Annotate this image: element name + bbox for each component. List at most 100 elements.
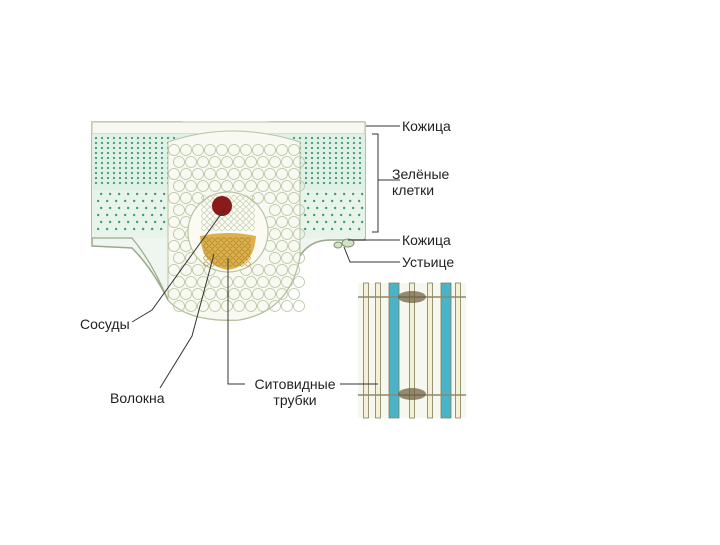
label-stoma: Устьице <box>402 254 454 270</box>
chloroplast-dot <box>353 167 355 169</box>
chloroplast-dot <box>341 152 343 154</box>
chloroplast-dot <box>119 182 121 184</box>
chloroplast-dot <box>347 137 349 139</box>
spongy-dot <box>109 221 111 223</box>
chloroplast-dot <box>95 177 97 179</box>
chloroplast-dot <box>341 182 343 184</box>
spongy-dot <box>304 200 306 202</box>
chloroplast-dot <box>143 167 145 169</box>
chloroplast-dot <box>131 157 133 159</box>
chloroplast-dot <box>317 157 319 159</box>
chloroplast-dot <box>317 162 319 164</box>
spongy-dot <box>100 221 102 223</box>
chloroplast-dot <box>155 147 157 149</box>
chloroplast-dot <box>107 142 109 144</box>
chloroplast-dot <box>161 157 163 159</box>
chloroplast-dot <box>113 147 115 149</box>
spongy-dot <box>106 228 108 230</box>
label-sieve-tubes-line1: Ситовидные <box>248 376 342 392</box>
chloroplast-dot <box>119 152 121 154</box>
chloroplast-dot <box>155 162 157 164</box>
chloroplast-dot <box>353 157 355 159</box>
spongy-dot <box>322 228 324 230</box>
chloroplast-dot <box>113 137 115 139</box>
chloroplast-dot <box>119 137 121 139</box>
spongy-dot <box>106 200 108 202</box>
chloroplast-dot <box>323 167 325 169</box>
midrib-cell <box>294 277 305 288</box>
chloroplast-dot <box>329 152 331 154</box>
chloroplast-dot <box>347 152 349 154</box>
spongy-dot <box>307 221 309 223</box>
chloroplast-dot <box>335 152 337 154</box>
spongy-dot <box>97 200 99 202</box>
chloroplast-dot <box>173 137 175 139</box>
chloroplast-dot <box>353 172 355 174</box>
chloroplast-dot <box>335 177 337 179</box>
tube-strand <box>364 283 369 418</box>
spongy-dot <box>154 193 156 195</box>
chloroplast-dot <box>125 162 127 164</box>
spongy-dot <box>142 214 144 216</box>
chloroplast-dot <box>323 137 325 139</box>
chloroplast-dot <box>323 162 325 164</box>
chloroplast-dot <box>317 152 319 154</box>
spongy-dot <box>361 221 363 223</box>
spongy-dot <box>307 207 309 209</box>
chloroplast-dot <box>95 147 97 149</box>
chloroplast-dot <box>101 162 103 164</box>
chloroplast-dot <box>311 142 313 144</box>
chloroplast-dot <box>317 147 319 149</box>
chloroplast-dot <box>101 142 103 144</box>
chloroplast-dot <box>143 137 145 139</box>
chloroplast-dot <box>155 172 157 174</box>
spongy-dot <box>322 200 324 202</box>
chloroplast-dot <box>113 157 115 159</box>
spongy-dot <box>151 200 153 202</box>
spongy-dot <box>340 228 342 230</box>
chloroplast-dot <box>95 182 97 184</box>
chloroplast-dot <box>161 147 163 149</box>
chloroplast-dot <box>341 142 343 144</box>
chloroplast-dot <box>137 167 139 169</box>
chloroplast-dot <box>347 172 349 174</box>
label-green-cells-line1: Зелёные <box>392 166 449 182</box>
chloroplast-dot <box>305 172 307 174</box>
chloroplast-dot <box>161 172 163 174</box>
chloroplast-dot <box>131 142 133 144</box>
spongy-dot <box>136 207 138 209</box>
chloroplast-dot <box>341 177 343 179</box>
spongy-dot <box>313 214 315 216</box>
chloroplast-dot <box>293 137 295 139</box>
spongy-dot <box>142 228 144 230</box>
spongy-dot <box>145 193 147 195</box>
spongy-dot <box>352 207 354 209</box>
spongy-dot <box>340 200 342 202</box>
spongy-dot <box>154 221 156 223</box>
spongy-dot <box>304 214 306 216</box>
spongy-dot <box>313 228 315 230</box>
leader-stoma <box>344 247 400 262</box>
spongy-dot <box>136 221 138 223</box>
chloroplast-dot <box>323 147 325 149</box>
chloroplast-dot <box>107 177 109 179</box>
chloroplast-dot <box>155 142 157 144</box>
label-vessels: Сосуды <box>80 316 130 332</box>
chloroplast-dot <box>161 162 163 164</box>
spongy-dot <box>358 228 360 230</box>
chloroplast-dot <box>161 137 163 139</box>
chloroplast-dot <box>137 157 139 159</box>
chloroplast-dot <box>149 182 151 184</box>
spongy-dot <box>118 221 120 223</box>
chloroplast-dot <box>107 147 109 149</box>
label-green-cells-line2: клетки <box>392 182 449 198</box>
chloroplast-dot <box>131 147 133 149</box>
chloroplast-dot <box>143 177 145 179</box>
chloroplast-dot <box>359 162 361 164</box>
chloroplast-dot <box>95 162 97 164</box>
spongy-dot <box>349 214 351 216</box>
chloroplast-dot <box>155 152 157 154</box>
chloroplast-dot <box>131 167 133 169</box>
chloroplast-dot <box>143 157 145 159</box>
